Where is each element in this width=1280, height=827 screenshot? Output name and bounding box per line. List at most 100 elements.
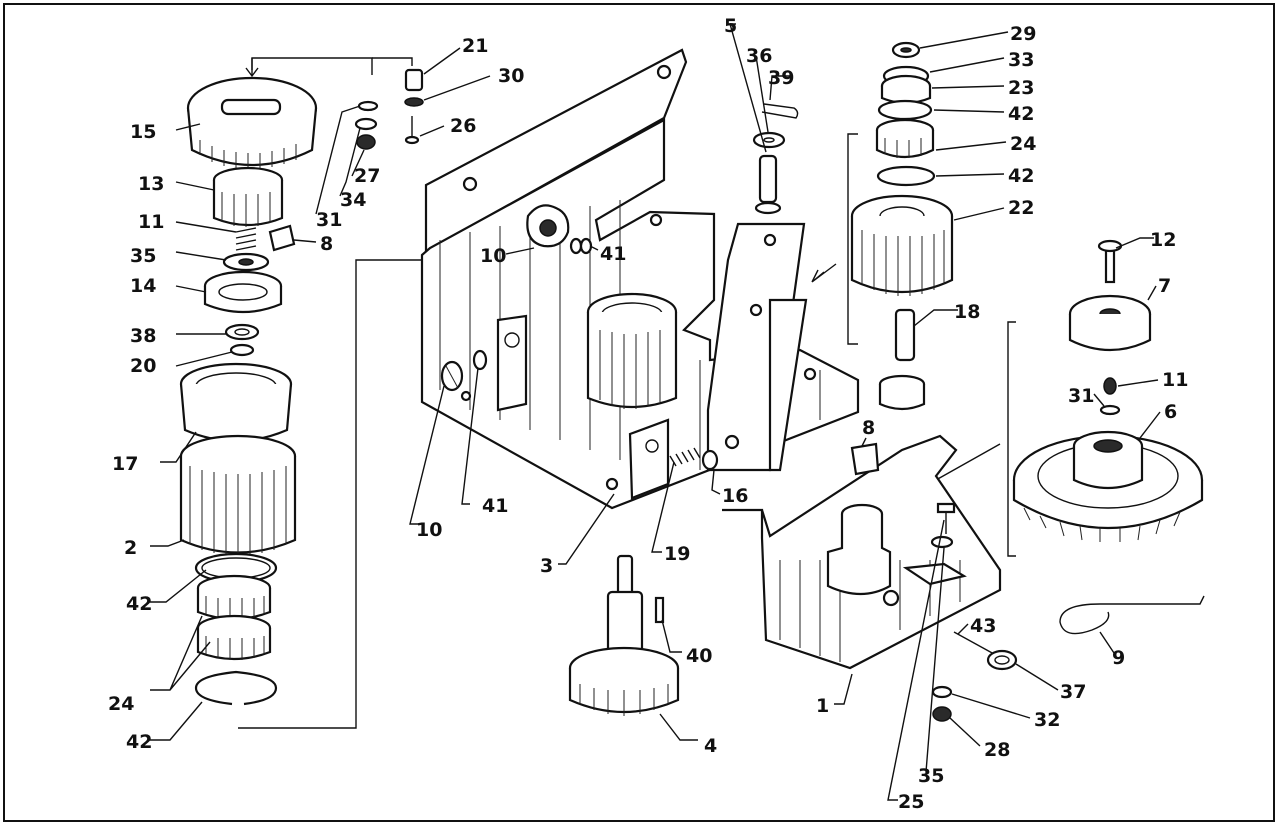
leader-lines bbox=[150, 23, 1161, 801]
callout-24-right: 24 bbox=[1010, 133, 1036, 155]
callout-20: 20 bbox=[130, 355, 156, 377]
callout-31-right: 31 bbox=[1068, 385, 1094, 407]
callout-14: 14 bbox=[130, 275, 156, 297]
part-14 bbox=[203, 270, 283, 314]
plate-slot-center bbox=[496, 314, 528, 412]
spring-11 bbox=[235, 227, 257, 251]
callout-10-lower: 10 bbox=[416, 519, 442, 541]
callout-8-left: 8 bbox=[320, 233, 333, 255]
tab-plate-1 bbox=[902, 562, 967, 586]
callout-11-left: 11 bbox=[138, 211, 164, 233]
callout-37: 37 bbox=[1060, 681, 1086, 703]
spring-19 bbox=[669, 447, 719, 471]
callout-42-d: 42 bbox=[1008, 165, 1034, 187]
ring-42-lower-left bbox=[194, 670, 278, 706]
callout-3: 3 bbox=[540, 555, 553, 577]
bushing-center bbox=[586, 292, 678, 409]
callout-42-a: 42 bbox=[126, 593, 152, 615]
ring-42-mid-right bbox=[876, 165, 936, 187]
callout-25: 25 bbox=[898, 791, 924, 813]
pin-43 bbox=[953, 631, 995, 655]
callout-11-right: 11 bbox=[1162, 369, 1188, 391]
washer-36 bbox=[752, 131, 786, 149]
pin-5 bbox=[754, 154, 782, 215]
callout-36: 36 bbox=[746, 45, 772, 67]
callout-4: 4 bbox=[704, 735, 717, 757]
hub-7 bbox=[1068, 294, 1152, 352]
callout-6: 6 bbox=[1164, 401, 1177, 423]
callout-43: 43 bbox=[970, 615, 996, 637]
callout-40: 40 bbox=[686, 645, 712, 667]
callout-18: 18 bbox=[954, 301, 980, 323]
routing-line-top bbox=[251, 57, 373, 75]
callout-41-upper: 41 bbox=[600, 243, 626, 265]
callout-5: 5 bbox=[724, 15, 737, 37]
washer-38 bbox=[224, 323, 260, 341]
nut-28 bbox=[932, 706, 952, 722]
spring-11-right bbox=[1103, 377, 1117, 395]
screw-26 bbox=[404, 116, 420, 145]
callout-35-left: 35 bbox=[130, 245, 156, 267]
callout-34: 34 bbox=[340, 189, 366, 211]
callout-29: 29 bbox=[1010, 23, 1036, 45]
sleeve-2 bbox=[179, 434, 297, 556]
callout-22: 22 bbox=[1008, 197, 1034, 219]
bracket-line-right bbox=[847, 133, 858, 345]
nut-21 bbox=[404, 68, 424, 92]
ring-37 bbox=[986, 649, 1018, 671]
callout-24-left: 24 bbox=[108, 693, 134, 715]
callout-42-b: 42 bbox=[126, 731, 152, 753]
callout-10-upper: 10 bbox=[480, 245, 506, 267]
callout-35-right: 35 bbox=[918, 765, 944, 787]
plate-slot-lower bbox=[628, 418, 670, 500]
gear-4 bbox=[568, 554, 680, 716]
callout-23: 23 bbox=[1008, 77, 1034, 99]
pulley-6 bbox=[1012, 430, 1204, 542]
callout-30: 30 bbox=[498, 65, 524, 87]
knob-15 bbox=[186, 76, 318, 169]
callout-7: 7 bbox=[1158, 275, 1171, 297]
callout-38: 38 bbox=[130, 325, 156, 347]
nut-23 bbox=[880, 74, 932, 105]
callout-26: 26 bbox=[450, 115, 476, 137]
callout-41-lower: 41 bbox=[482, 495, 508, 517]
washer-20 bbox=[229, 343, 255, 357]
callout-labels: 15 13 11 35 14 38 20 17 2 42 24 42 21 30… bbox=[108, 15, 1188, 813]
arrow-to-bracket bbox=[811, 263, 837, 283]
callout-12: 12 bbox=[1150, 229, 1176, 251]
callout-21: 21 bbox=[462, 35, 488, 57]
bracket-16 bbox=[706, 222, 808, 472]
ring-42-upper-right bbox=[877, 99, 933, 121]
bushing-plate-1 bbox=[826, 503, 892, 596]
washer-34-group bbox=[354, 100, 379, 150]
plug-10-side bbox=[440, 360, 464, 392]
washer-31-right bbox=[1099, 404, 1121, 416]
cotter-39 bbox=[761, 103, 799, 119]
bracket-line-pulley bbox=[1007, 321, 1016, 557]
shaft-18 bbox=[878, 308, 926, 411]
callout-13: 13 bbox=[138, 173, 164, 195]
callout-1: 1 bbox=[816, 695, 829, 717]
routing-line-top-right bbox=[372, 57, 413, 66]
callout-32: 32 bbox=[1034, 709, 1060, 731]
bearing-24-lower bbox=[196, 614, 272, 661]
callout-39: 39 bbox=[768, 67, 794, 89]
callout-31-left: 31 bbox=[316, 209, 342, 231]
callout-17: 17 bbox=[112, 453, 138, 475]
callout-9: 9 bbox=[1112, 647, 1125, 669]
cap-29 bbox=[891, 41, 921, 59]
part-13 bbox=[212, 166, 284, 227]
clip-8-right bbox=[850, 442, 880, 476]
callout-33: 33 bbox=[1008, 49, 1034, 71]
spring-wire-9 bbox=[1059, 595, 1205, 635]
arrow-to-knob bbox=[245, 58, 259, 78]
drawing-frame bbox=[3, 3, 1275, 822]
housing-17 bbox=[179, 362, 293, 443]
callout-2: 2 bbox=[124, 537, 137, 559]
callout-16: 16 bbox=[722, 485, 748, 507]
washer-32 bbox=[931, 685, 953, 699]
pin-40 bbox=[654, 596, 665, 624]
washer-41-side bbox=[472, 349, 488, 371]
bearing-24-right bbox=[875, 118, 935, 159]
